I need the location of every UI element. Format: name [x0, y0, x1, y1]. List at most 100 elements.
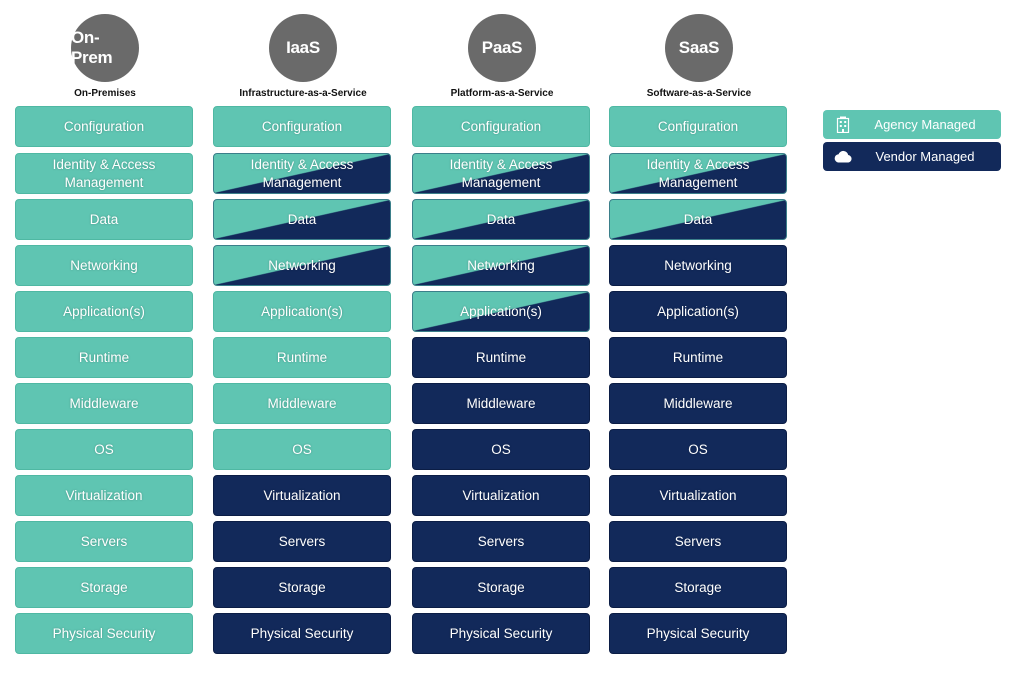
layer-label: Runtime — [672, 349, 724, 365]
layer-cell: Identity & Access Management — [412, 153, 590, 194]
layer-label: Data — [486, 211, 516, 227]
layer-cell: Configuration — [15, 106, 193, 147]
layer-cell: Servers — [412, 521, 590, 562]
layer-cell: Virtualization — [412, 475, 590, 516]
layer-label: Virtualization — [462, 487, 540, 503]
layer-label: OS — [292, 441, 312, 457]
layer-label: Application(s) — [63, 303, 145, 319]
layer-label: Application(s) — [657, 303, 739, 319]
layer-label: Networking — [664, 257, 732, 273]
layer-cell: Data — [609, 199, 787, 240]
layer-label: Identity & Access Management — [646, 156, 750, 190]
building-icon — [823, 116, 863, 133]
layer-cell: Application(s) — [213, 291, 391, 332]
layer-label: Data — [683, 211, 713, 227]
layer-label: Configuration — [657, 118, 739, 134]
layer-cell: Middleware — [609, 383, 787, 424]
layer-label: Configuration — [261, 118, 343, 134]
model-badge-paas: PaaS — [468, 14, 536, 82]
layer-label: OS — [491, 441, 511, 457]
layer-cell: Runtime — [412, 337, 590, 378]
layer-label: Middleware — [663, 395, 733, 411]
layer-label: Runtime — [78, 349, 130, 365]
layer-label: Servers — [278, 533, 326, 549]
layer-label: Identity & Access Management — [250, 156, 354, 190]
layer-label: Storage — [674, 579, 722, 595]
layer-cell: OS — [15, 429, 193, 470]
layer-label: Virtualization — [659, 487, 737, 503]
layer-label: Virtualization — [263, 487, 341, 503]
layer-label: Middleware — [267, 395, 337, 411]
model-name-on-prem: On-Premises — [74, 88, 136, 99]
layer-cell: OS — [609, 429, 787, 470]
layer-cell: Runtime — [213, 337, 391, 378]
layer-label: Storage — [477, 579, 525, 595]
legend-agency-managed: Agency Managed — [823, 110, 1001, 139]
layer-cell: Identity & Access Management — [213, 153, 391, 194]
layer-cell: Data — [15, 199, 193, 240]
model-name-iaas: Infrastructure-as-a-Service — [239, 88, 367, 99]
model-badge-on-prem: On-Prem — [71, 14, 139, 82]
layer-cell: Middleware — [412, 383, 590, 424]
layer-cell: Physical Security — [609, 613, 787, 654]
layer-cell: Storage — [609, 567, 787, 608]
layer-label: Runtime — [475, 349, 527, 365]
legend-vendor-managed: Vendor Managed — [823, 142, 1001, 171]
layer-cell: Storage — [213, 567, 391, 608]
layer-label: Application(s) — [261, 303, 343, 319]
layer-label: OS — [688, 441, 708, 457]
layer-cell: Storage — [412, 567, 590, 608]
layer-cell: Networking — [412, 245, 590, 286]
layer-label: Networking — [268, 257, 336, 273]
layer-cell: Networking — [213, 245, 391, 286]
layer-cell: Servers — [609, 521, 787, 562]
layer-cell: Application(s) — [412, 291, 590, 332]
layer-label: Physical Security — [250, 625, 354, 641]
layer-cell: Networking — [15, 245, 193, 286]
layer-label: Physical Security — [646, 625, 750, 641]
layer-cell: Configuration — [609, 106, 787, 147]
layer-cell: Identity & Access Management — [609, 153, 787, 194]
layer-label: Servers — [477, 533, 525, 549]
layer-cell: Middleware — [213, 383, 391, 424]
layer-label: Application(s) — [460, 303, 542, 319]
layer-cell: Configuration — [412, 106, 590, 147]
layer-label: Runtime — [276, 349, 328, 365]
layer-label: Virtualization — [65, 487, 143, 503]
model-badge-saas: SaaS — [665, 14, 733, 82]
layer-label: Physical Security — [449, 625, 553, 641]
layer-label: Networking — [467, 257, 535, 273]
layer-cell: Servers — [15, 521, 193, 562]
model-name-saas: Software-as-a-Service — [646, 88, 752, 99]
model-name-paas: Platform-as-a-Service — [450, 88, 554, 99]
layer-cell: Physical Security — [15, 613, 193, 654]
layer-cell: Application(s) — [15, 291, 193, 332]
legend-agency-label: Agency Managed — [874, 117, 976, 132]
layer-cell: Physical Security — [213, 613, 391, 654]
layer-label: Storage — [80, 579, 128, 595]
layer-label: Identity & Access Management — [52, 156, 156, 190]
layer-label: Configuration — [63, 118, 145, 134]
layer-label: OS — [94, 441, 114, 457]
layer-cell: Storage — [15, 567, 193, 608]
layer-cell: Networking — [609, 245, 787, 286]
legend-vendor-label: Vendor Managed — [875, 149, 975, 164]
layer-cell: Identity & Access Management — [15, 153, 193, 194]
layer-label: Data — [89, 211, 119, 227]
layer-label: Storage — [278, 579, 326, 595]
layer-cell: Physical Security — [412, 613, 590, 654]
layer-label: Networking — [70, 257, 138, 273]
layer-cell: Virtualization — [15, 475, 193, 516]
layer-cell: Runtime — [15, 337, 193, 378]
layer-label: Data — [287, 211, 317, 227]
layer-cell: OS — [213, 429, 391, 470]
layer-label: Servers — [80, 533, 128, 549]
layer-label: Middleware — [466, 395, 536, 411]
layer-label: Physical Security — [52, 625, 156, 641]
model-badge-iaas: IaaS — [269, 14, 337, 82]
layer-cell: Runtime — [609, 337, 787, 378]
layer-cell: Application(s) — [609, 291, 787, 332]
layer-label: Identity & Access Management — [449, 156, 553, 190]
cloud-icon — [823, 150, 863, 163]
layer-label: Middleware — [69, 395, 139, 411]
